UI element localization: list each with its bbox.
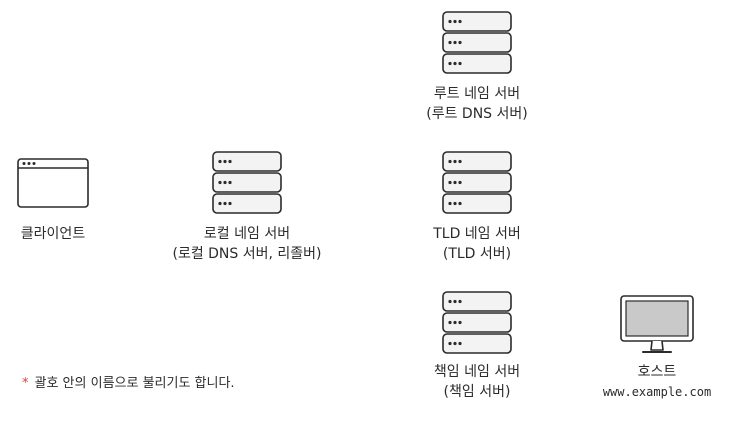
authoritative-name-server-label: 책임 네임 서버 (책임 서버) xyxy=(377,362,577,402)
root-name-server-title: 루트 네임 서버 xyxy=(433,86,521,102)
tld-name-server xyxy=(441,150,513,216)
root-name-server-subtitle: (루트 DNS 서버) xyxy=(426,106,528,122)
authoritative-name-server-subtitle: (책임 서버) xyxy=(443,384,511,400)
tld-name-server-label: TLD 네임 서버 (TLD 서버) xyxy=(377,224,577,264)
local-name-server xyxy=(211,150,283,216)
browser-window-icon xyxy=(17,158,89,208)
footnote: * 괄호 안의 이름으로 불리기도 합니다. xyxy=(22,372,235,391)
client xyxy=(16,157,90,209)
server-icon xyxy=(442,291,512,354)
tld-name-server-title: TLD 네임 서버 xyxy=(433,226,521,242)
monitor-icon xyxy=(620,295,694,353)
root-name-server-label: 루트 네임 서버 (루트 DNS 서버) xyxy=(377,84,577,124)
host-label: 호스트 www.example.com xyxy=(577,362,736,402)
local-name-server-title: 로컬 네임 서버 xyxy=(203,226,291,242)
host-url: www.example.com xyxy=(602,385,712,399)
root-name-server xyxy=(441,10,513,76)
host xyxy=(619,294,695,356)
local-name-server-subtitle: (로컬 DNS 서버, 리졸버) xyxy=(172,246,322,262)
server-icon xyxy=(212,151,282,214)
host-title: 호스트 xyxy=(637,364,677,380)
footnote-text: 괄호 안의 이름으로 불리기도 합니다. xyxy=(34,376,235,391)
footnote-asterisk: * xyxy=(22,376,29,391)
authoritative-name-server xyxy=(441,290,513,356)
client-title: 클라이언트 xyxy=(20,226,86,242)
server-icon xyxy=(442,11,512,74)
authoritative-name-server-title: 책임 네임 서버 xyxy=(433,364,521,380)
client-label: 클라이언트 xyxy=(3,224,103,244)
server-icon xyxy=(442,151,512,214)
tld-name-server-subtitle: (TLD 서버) xyxy=(442,246,512,262)
local-name-server-label: 로컬 네임 서버 (로컬 DNS 서버, 리졸버) xyxy=(137,224,357,264)
